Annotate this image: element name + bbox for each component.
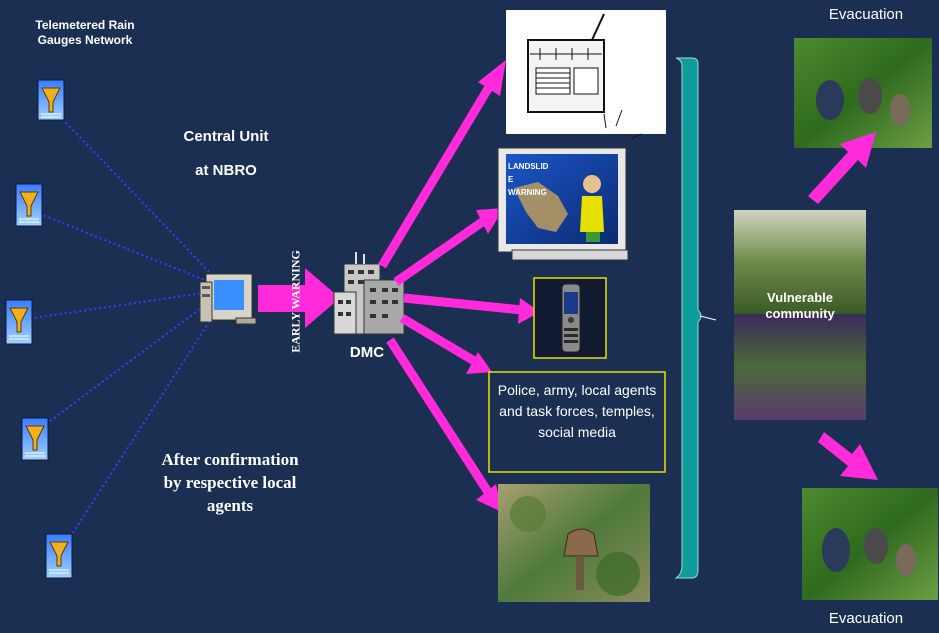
central-unit-location: at NBRO <box>195 162 257 179</box>
rain-gauge-icon <box>21 417 49 461</box>
bell-photo <box>498 484 650 602</box>
vulnerable-community-label: Vulnerable community <box>765 290 835 321</box>
evacuation-photo-bottom <box>802 488 938 600</box>
tv-warning-text: LANDSLID E WARNING <box>508 160 568 199</box>
rain-gauge-icon <box>37 79 65 121</box>
police-box <box>488 371 666 473</box>
network-label: Telemetered Rain Gauges Network <box>35 18 135 47</box>
after-confirmation-label: After confirmation by respective local a… <box>161 450 299 515</box>
rain-gauge-icon <box>15 183 43 227</box>
central-unit-label: Central Unit <box>183 128 269 145</box>
evacuation-photo-top <box>794 38 932 148</box>
network-lines <box>19 107 219 551</box>
evacuation-arrows <box>808 132 878 480</box>
rain-gauge-icon <box>45 533 73 579</box>
radio-icon <box>506 10 666 139</box>
computer-icon <box>199 273 257 325</box>
evacuation-label-bottom: Evacuation <box>828 610 904 627</box>
early-warning-label: EARLY WARNING <box>288 250 303 353</box>
community-photo-bottom <box>734 314 866 420</box>
tv-warning-line3: WARNING <box>508 188 547 197</box>
dmc-label: DMC <box>349 344 385 361</box>
dmc-arrows <box>378 79 523 495</box>
evacuation-label-top: Evacuation <box>828 6 904 23</box>
rain-gauge-icon <box>5 299 33 345</box>
early-warning-arrow <box>258 268 340 328</box>
building-icon <box>333 252 405 335</box>
dmc-arrowheads <box>466 60 540 512</box>
police-label: Police, army, local agents and task forc… <box>497 382 657 440</box>
mobile-phone-icon <box>533 277 607 359</box>
tv-warning-line1: LANDSLID <box>508 162 549 171</box>
television-icon <box>497 147 629 261</box>
bracket <box>674 57 717 579</box>
community-photo-top <box>734 210 866 314</box>
tv-warning-line2: E <box>508 175 514 184</box>
